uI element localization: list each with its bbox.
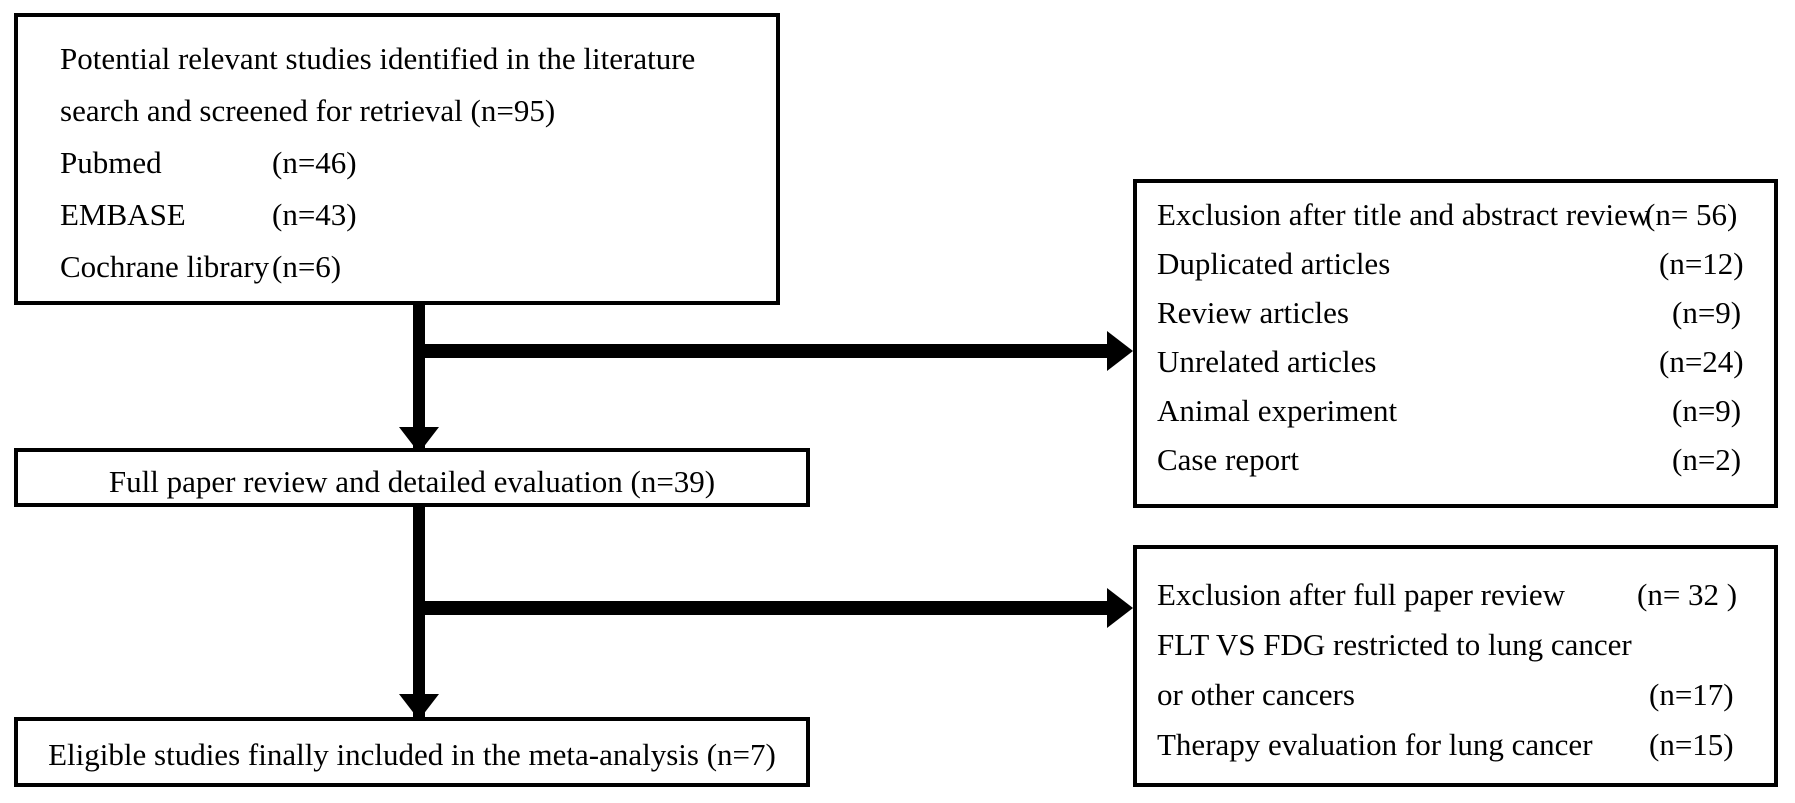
connector-trunk-upper xyxy=(413,305,425,455)
exclusion-reason-label-case-report: Case report xyxy=(1157,442,1300,477)
exclusion-full-paper-reason-label-other-cancers: or other cancers xyxy=(1157,677,1355,712)
exclusion-full-paper-reason-count-therapy-eval: (n=15) xyxy=(1649,727,1734,762)
exclusion-title-abstract-header-count: (n= 56) xyxy=(1645,197,1738,232)
source-count-embase: (n=43) xyxy=(272,197,357,232)
exclusion-reason-label-duplicated: Duplicated articles xyxy=(1157,246,1391,281)
source-label-pubmed: Pubmed xyxy=(60,145,162,180)
exclusion-reason-count-animal: (n=9) xyxy=(1672,393,1742,428)
connector-branch-exclusion-title-abstract xyxy=(413,344,1113,358)
exclusion-full-paper-header-count: (n= 32 ) xyxy=(1637,577,1738,612)
included-studies-text: Eligible studies finally included in the… xyxy=(48,737,776,772)
source-count-pubmed: (n=46) xyxy=(272,145,357,180)
connector-branch-exclusion-full-paper xyxy=(413,601,1113,615)
exclusion-full-paper-box: Exclusion after full paper review (n= 32… xyxy=(1133,545,1778,787)
identification-box: Potential relevant studies identified in… xyxy=(14,13,780,305)
included-studies-box: Eligible studies finally included in the… xyxy=(14,717,810,787)
exclusion-reason-label-animal: Animal experiment xyxy=(1157,393,1398,428)
exclusion-reason-label-unrelated: Unrelated articles xyxy=(1157,344,1377,379)
full-paper-review-box: Full paper review and detailed evaluatio… xyxy=(14,448,810,507)
identification-line-2: search and screened for retrieval (n=95) xyxy=(60,93,556,128)
exclusion-reason-count-case-report: (n=2) xyxy=(1672,442,1742,477)
arrow-right-to-exclusion-full-paper xyxy=(1107,588,1133,628)
source-label-embase: EMBASE xyxy=(60,197,186,232)
exclusion-full-paper-reason-count-other-cancers: (n=17) xyxy=(1649,677,1734,712)
exclusion-full-paper-reason-label-flt-fdg: FLT VS FDG restricted to lung cancer xyxy=(1157,627,1632,662)
identification-line-1: Potential relevant studies identified in… xyxy=(60,41,696,76)
exclusion-reason-count-review: (n=9) xyxy=(1672,295,1742,330)
source-count-cochrane: (n=6) xyxy=(272,249,342,284)
exclusion-full-paper-reason-label-therapy-eval: Therapy evaluation for lung cancer xyxy=(1157,727,1593,762)
exclusion-title-abstract-box: Exclusion after title and abstract revie… xyxy=(1133,179,1778,508)
arrow-right-to-exclusion-title-abstract xyxy=(1107,331,1133,371)
source-label-cochrane: Cochrane library xyxy=(60,249,270,284)
exclusion-reason-count-duplicated: (n=12) xyxy=(1659,246,1744,281)
exclusion-title-abstract-header-label: Exclusion after title and abstract revie… xyxy=(1157,197,1651,232)
exclusion-full-paper-header-label: Exclusion after full paper review xyxy=(1157,577,1565,612)
exclusion-reason-count-unrelated: (n=24) xyxy=(1659,344,1744,379)
full-paper-review-text: Full paper review and detailed evaluatio… xyxy=(108,464,716,499)
arrow-down-to-included xyxy=(399,694,439,720)
exclusion-reason-label-review: Review articles xyxy=(1157,295,1349,330)
